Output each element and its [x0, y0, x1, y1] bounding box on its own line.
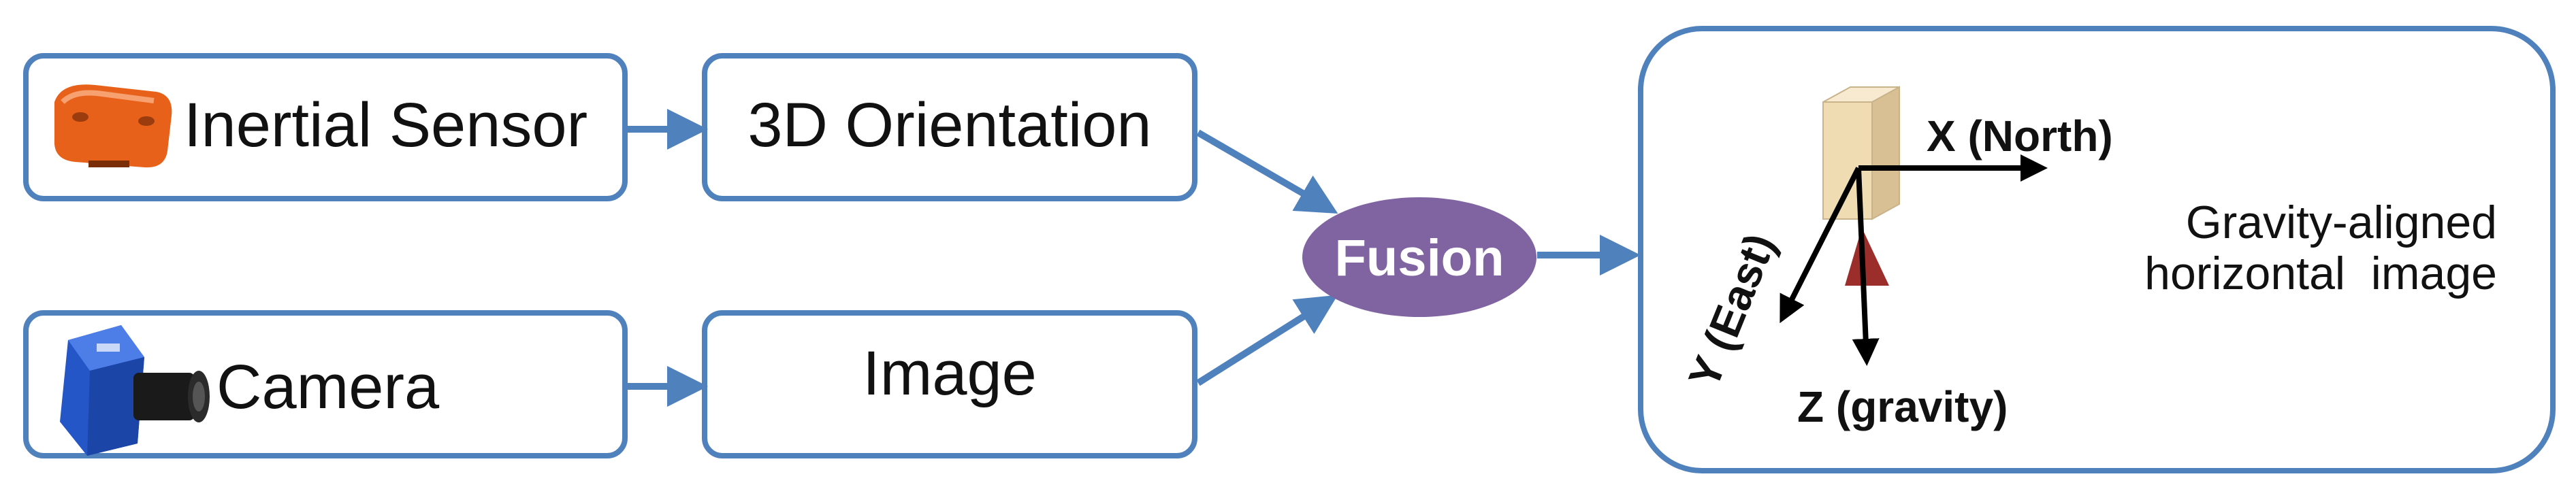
caption-line-1: Gravity-aligned	[2186, 197, 2497, 248]
z-axis-label: Z (gravity)	[1797, 382, 2008, 431]
image-box: Image	[702, 310, 1197, 458]
camera-box: Camera	[23, 310, 628, 458]
image-to-fusion-arrow	[1196, 295, 1338, 386]
x-axis-label: X (North)	[1927, 112, 2113, 161]
orientation-label: 3D Orientation	[747, 90, 1151, 160]
z-axis-arrow	[1852, 167, 1880, 366]
orientation-to-fusion-arrow	[1196, 129, 1338, 214]
device-block-icon	[1822, 86, 1900, 220]
camera-label: Camera	[216, 352, 440, 422]
view-cone-icon	[1845, 228, 1889, 286]
blue-camera-icon	[60, 325, 210, 456]
orientation-box: 3D Orientation	[702, 53, 1197, 201]
fusion-label: Fusion	[1334, 229, 1504, 287]
orange-inertial-sensor-icon	[54, 84, 172, 168]
y-axis-arrow	[1780, 167, 1861, 324]
inertial-sensor-box: Inertial Sensor	[23, 53, 628, 201]
gravity-frame-panel: X (North) Y (East) Z (gravity) Gravity-a…	[1638, 26, 2556, 473]
fusion-node: Fusion	[1302, 197, 1536, 317]
inertial-sensor-label: Inertial Sensor	[184, 90, 587, 160]
caption-line-2: horizontal image	[2144, 248, 2497, 299]
image-label: Image	[863, 339, 1037, 408]
